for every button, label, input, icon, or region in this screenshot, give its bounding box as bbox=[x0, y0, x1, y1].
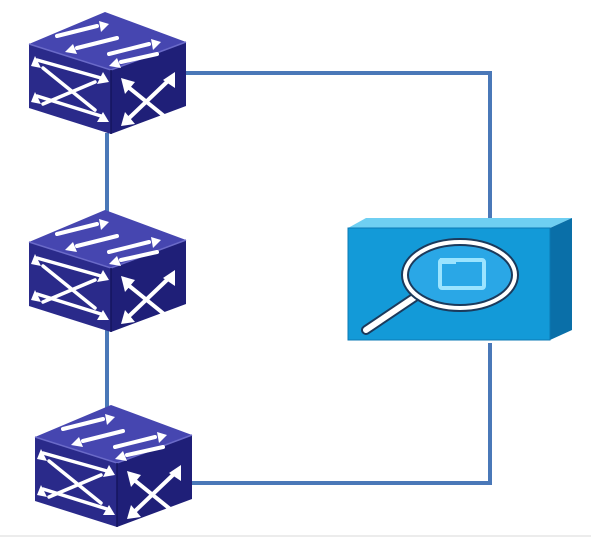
switch-2 bbox=[27, 208, 188, 334]
network-switch-icon bbox=[27, 10, 188, 136]
switch-1 bbox=[27, 10, 188, 136]
network-switch-icon bbox=[33, 403, 194, 529]
network-analyzer bbox=[347, 218, 572, 341]
link-switch-3-analyzer bbox=[173, 343, 492, 485]
switch-3 bbox=[33, 403, 194, 529]
network-links bbox=[105, 71, 492, 485]
link-switch-1-analyzer bbox=[178, 71, 492, 220]
network-switch-icon bbox=[27, 208, 188, 334]
magnifier-icon bbox=[361, 238, 519, 335]
